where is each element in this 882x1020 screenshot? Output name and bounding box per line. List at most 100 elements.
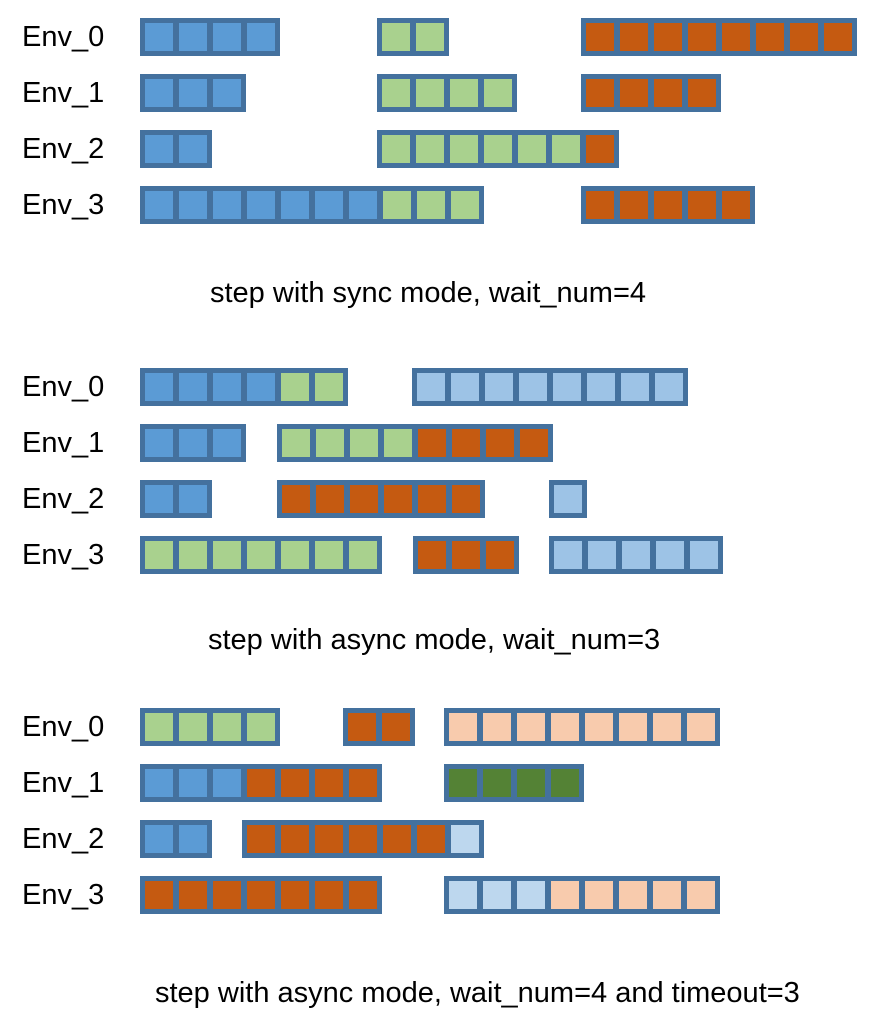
step-cell-orange: [315, 881, 343, 909]
step-cell-orange: [247, 825, 275, 853]
step-cell-orange: [247, 881, 275, 909]
step-block: [277, 480, 485, 518]
step-block: [140, 764, 382, 802]
step-cell-blue: [213, 191, 241, 219]
step-cell-orange: [756, 23, 784, 51]
step-block: [444, 708, 720, 746]
step-cell-orange: [486, 429, 514, 457]
step-cell-orange: [620, 23, 648, 51]
step-cell-peach: [585, 881, 613, 909]
step-cell-blue: [179, 191, 207, 219]
step-block: [343, 708, 415, 746]
step-cell-peach: [483, 713, 511, 741]
step-cell-orange: [520, 429, 548, 457]
step-cell-lightblue: [588, 541, 616, 569]
step-cell-blue: [281, 191, 309, 219]
step-cell-orange: [620, 191, 648, 219]
step-cell-paleblue: [449, 881, 477, 909]
env-label: Env_0: [22, 711, 105, 743]
step-cell-orange: [722, 23, 750, 51]
step-cell-green: [247, 541, 275, 569]
step-cell-blue: [179, 769, 207, 797]
step-block: [277, 424, 553, 462]
step-cell-blue: [179, 79, 207, 107]
step-cell-green: [315, 541, 343, 569]
step-cell-orange: [654, 79, 682, 107]
step-block: [140, 18, 280, 56]
step-cell-orange: [486, 541, 514, 569]
step-cell-blue: [145, 373, 173, 401]
step-cell-lightblue: [554, 541, 582, 569]
step-cell-green: [281, 541, 309, 569]
step-cell-peach: [687, 881, 715, 909]
step-cell-blue: [179, 373, 207, 401]
step-cell-green: [450, 135, 478, 163]
step-block: [377, 74, 517, 112]
step-cell-peach: [449, 713, 477, 741]
step-cell-blue: [179, 825, 207, 853]
step-cell-orange: [418, 429, 446, 457]
step-cell-green: [179, 713, 207, 741]
step-cell-orange: [688, 79, 716, 107]
step-cell-green: [383, 191, 411, 219]
step-cell-green: [350, 429, 378, 457]
step-cell-peach: [687, 713, 715, 741]
step-cell-paleblue: [451, 825, 479, 853]
step-cell-orange: [281, 825, 309, 853]
step-cell-blue: [247, 191, 275, 219]
step-cell-green: [384, 429, 412, 457]
step-cell-peach: [653, 713, 681, 741]
step-cell-darkgreen: [449, 769, 477, 797]
env-label: Env_2: [22, 483, 105, 515]
env-label: Env_1: [22, 77, 105, 109]
step-cell-orange: [620, 79, 648, 107]
step-cell-green: [213, 713, 241, 741]
step-block: [444, 764, 584, 802]
step-cell-green: [213, 541, 241, 569]
step-cell-orange: [315, 769, 343, 797]
step-block: [140, 480, 212, 518]
step-block: [140, 708, 280, 746]
step-cell-blue: [213, 429, 241, 457]
step-cell-green: [179, 541, 207, 569]
step-cell-peach: [551, 713, 579, 741]
step-cell-green: [315, 373, 343, 401]
step-cell-orange: [418, 485, 446, 513]
env-label: Env_3: [22, 539, 105, 571]
step-cell-green: [417, 191, 445, 219]
step-cell-green: [145, 541, 173, 569]
step-cell-orange: [384, 485, 412, 513]
step-cell-blue: [247, 23, 275, 51]
step-cell-blue: [145, 485, 173, 513]
step-cell-green: [451, 191, 479, 219]
step-block: [581, 18, 857, 56]
step-cell-blue: [179, 135, 207, 163]
env-label: Env_3: [22, 879, 105, 911]
step-block: [140, 74, 246, 112]
step-cell-orange: [722, 191, 750, 219]
step-cell-green: [349, 541, 377, 569]
step-cell-peach: [551, 881, 579, 909]
step-cell-lightblue: [417, 373, 445, 401]
step-cell-green: [450, 79, 478, 107]
step-cell-lightblue: [485, 373, 513, 401]
env-label: Env_0: [22, 21, 105, 53]
step-cell-orange: [586, 191, 614, 219]
step-cell-lightblue: [622, 541, 650, 569]
step-cell-green: [518, 135, 546, 163]
step-cell-orange: [586, 135, 614, 163]
step-cell-lightblue: [554, 485, 582, 513]
step-cell-orange: [586, 79, 614, 107]
step-cell-green: [316, 429, 344, 457]
step-cell-green: [416, 23, 444, 51]
step-cell-orange: [824, 23, 852, 51]
step-cell-blue: [145, 429, 173, 457]
panel-caption: step with async mode, wait_num=3: [208, 624, 661, 656]
step-cell-peach: [585, 713, 613, 741]
step-cell-blue: [145, 191, 173, 219]
step-block: [140, 820, 212, 858]
step-cell-green: [484, 79, 512, 107]
step-cell-blue: [179, 23, 207, 51]
step-cell-blue: [145, 135, 173, 163]
